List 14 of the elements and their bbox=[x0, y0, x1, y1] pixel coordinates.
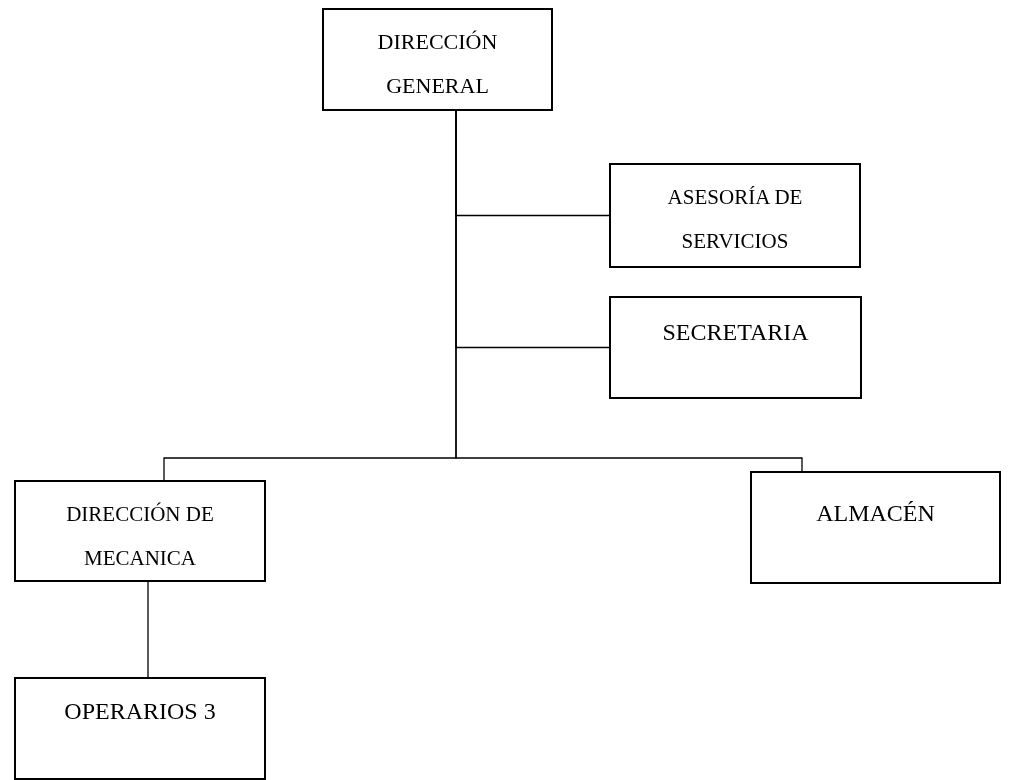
box-label: SECRETARIA bbox=[661, 318, 810, 347]
org-box bbox=[750, 471, 1001, 584]
box-label: OPERARIOS 3 bbox=[63, 697, 217, 726]
org-box bbox=[322, 8, 553, 111]
org-box bbox=[609, 163, 861, 268]
box-label: ASESORÍA DE SERVICIOS bbox=[666, 184, 804, 255]
box-label: DIRECCIÓN DE MECANICA bbox=[65, 501, 215, 572]
org-box bbox=[14, 480, 266, 582]
org-box bbox=[609, 296, 862, 399]
connector-line bbox=[147, 581, 149, 678]
connector-line bbox=[455, 110, 803, 472]
box-label: ALMACÉN bbox=[815, 499, 936, 528]
org-box bbox=[14, 677, 266, 780]
box-label: DIRECCIÓN GENERAL bbox=[376, 28, 499, 100]
